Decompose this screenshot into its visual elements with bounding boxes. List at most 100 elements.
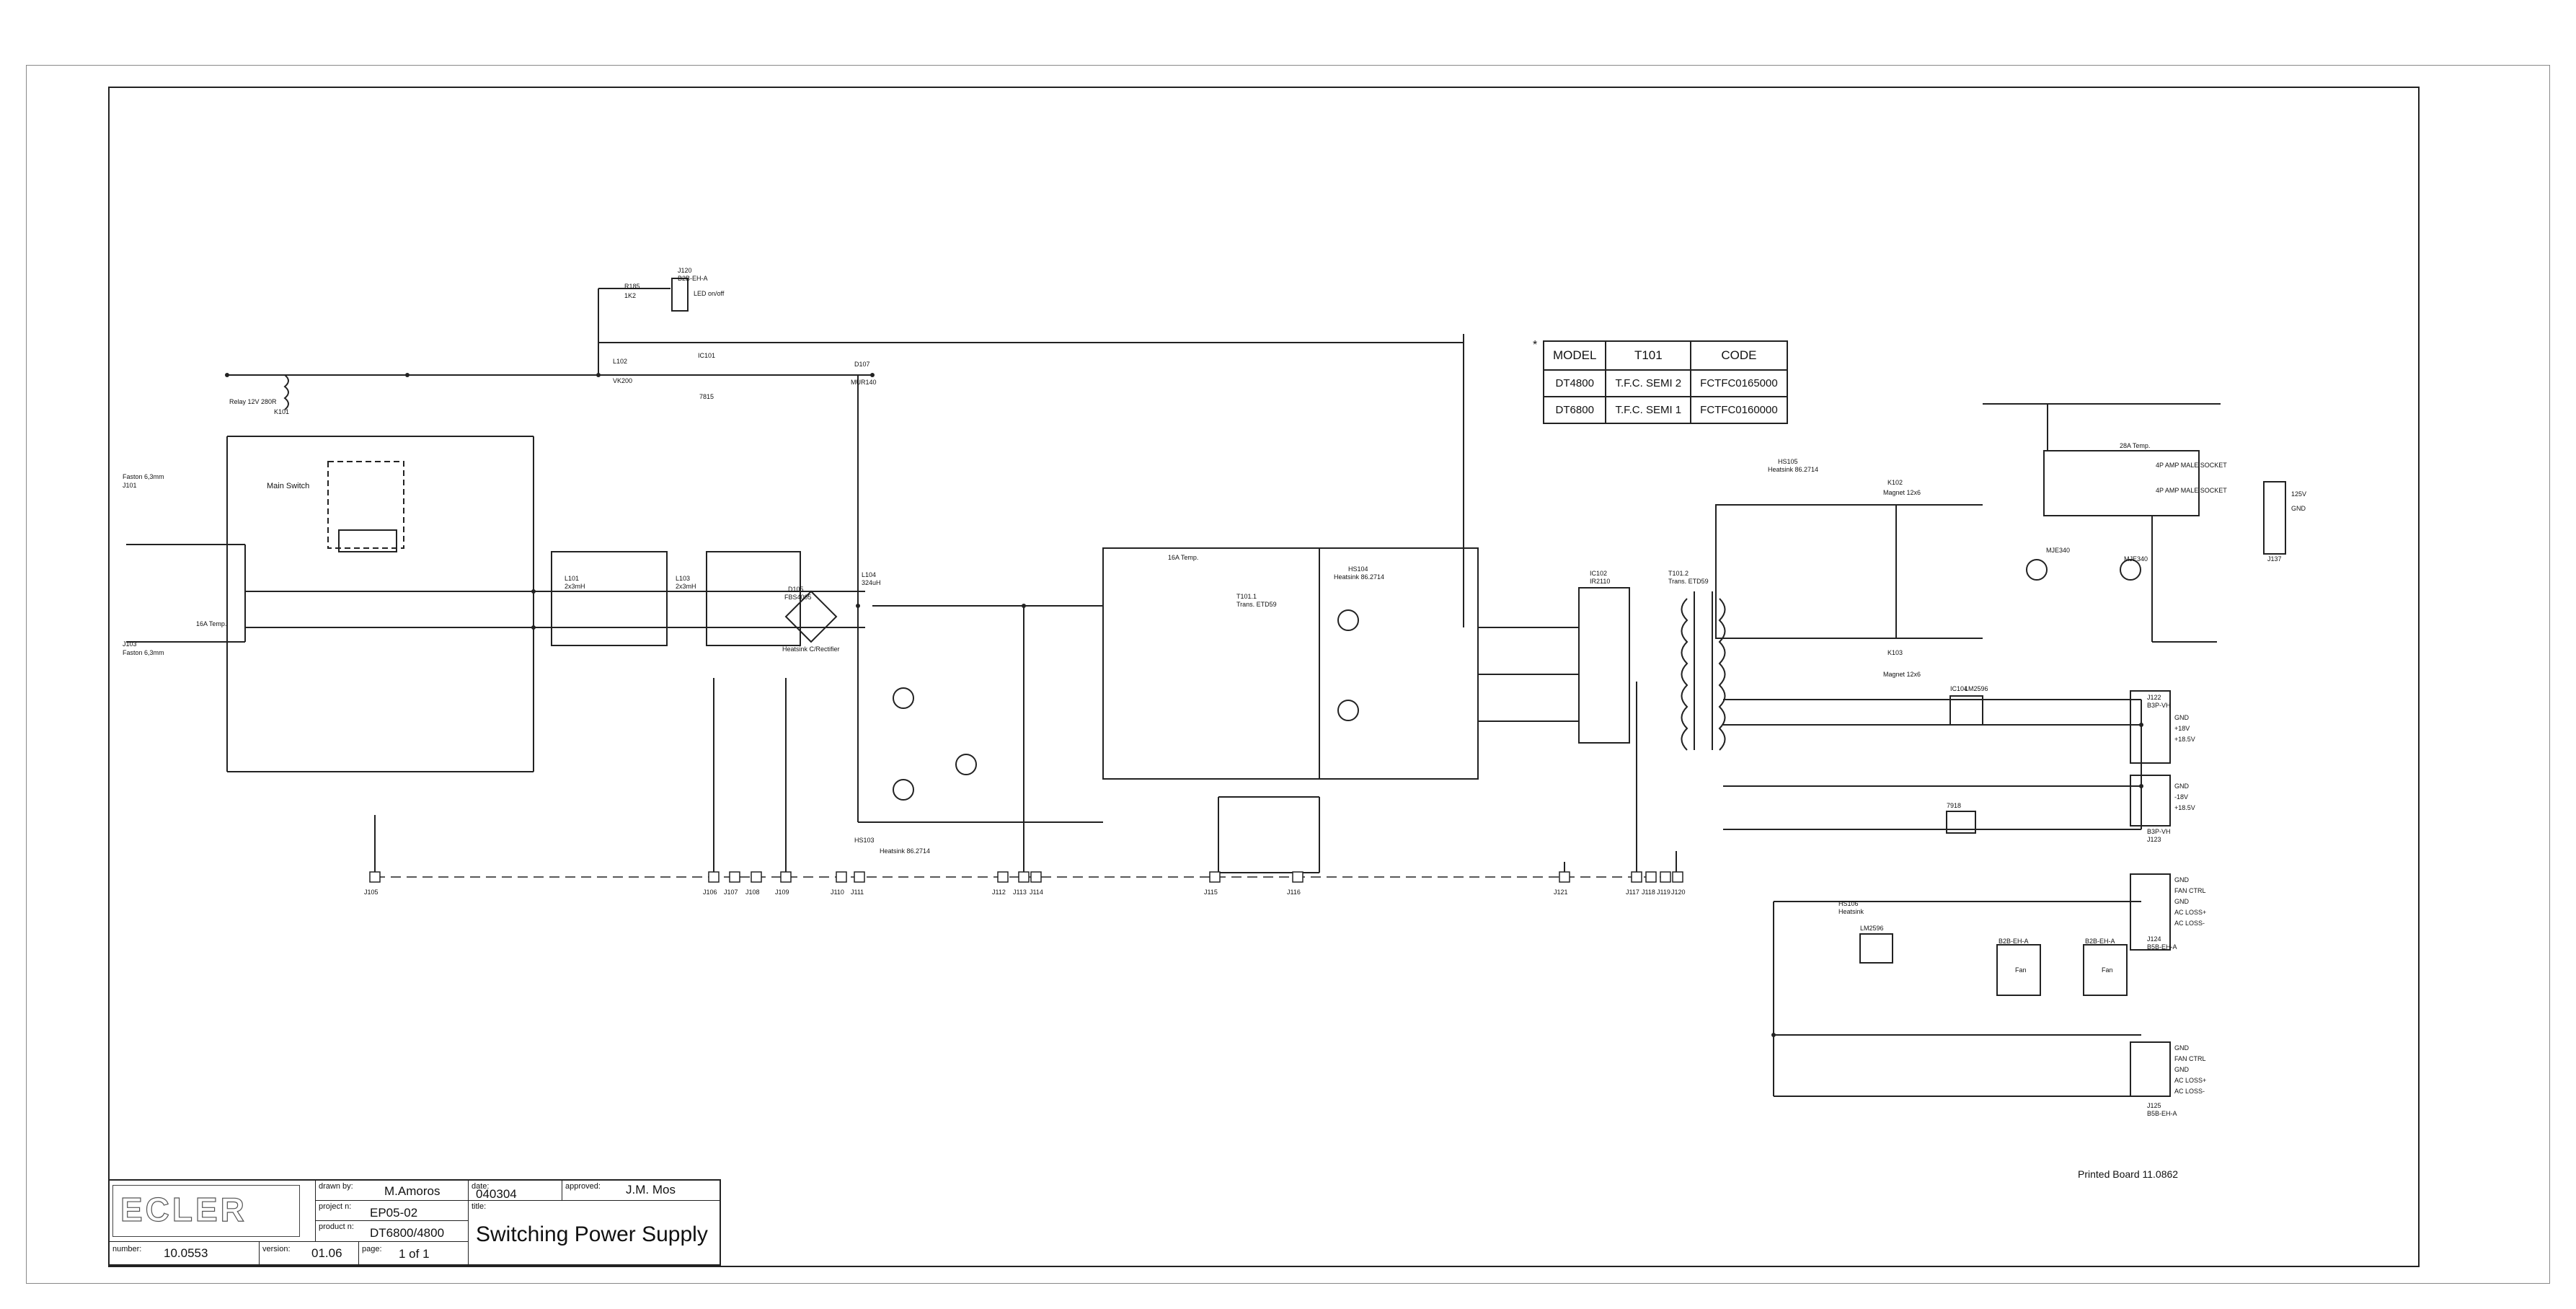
hs105-note-label: Heatsink 86.2714 — [1768, 466, 1819, 473]
connector-label: J121 — [1554, 889, 1568, 896]
version-value: 01.06 — [311, 1246, 342, 1260]
table-row: DT4800 T.F.C. SEMI 2 FCTFC0165000 — [1542, 369, 1788, 397]
page-cell: page: 1 of 1 — [359, 1242, 469, 1264]
j101-label: J101 — [123, 482, 137, 489]
ic101-label: IC101 — [698, 352, 716, 359]
connector-label: J114 — [1030, 889, 1043, 896]
d107-type-label: MUR140 — [851, 379, 877, 386]
logo-wordmark: ECLER — [120, 1190, 247, 1228]
code-cell: FCTFC0165000 — [1690, 369, 1788, 397]
title-cell: title: Switching Power Supply — [469, 1201, 720, 1264]
j124-label: J124 — [2147, 935, 2161, 943]
d105-type-label: FBS4005 — [784, 594, 812, 601]
code-cell: FCTFC0160000 — [1690, 396, 1788, 424]
ctl-fan-label: FAN CTRL — [2174, 887, 2206, 894]
number-value: 10.0553 — [164, 1246, 208, 1260]
version-caption: version: — [262, 1245, 291, 1253]
product-value: DT6800/4800 — [370, 1226, 445, 1240]
out-p185b-label: +18.5V — [2174, 804, 2195, 811]
drawn-by-value: M.Amoros — [384, 1184, 441, 1198]
number-cell: number: 10.0553 — [110, 1242, 260, 1264]
ctl2-acm-label: AC LOSS- — [2174, 1088, 2205, 1095]
l102-label: L102 — [613, 358, 628, 365]
ctl-gnd-1-label: GND — [2174, 876, 2189, 883]
ic104-label: IC104 — [1950, 685, 1968, 692]
l102-value-label: VK200 — [613, 377, 633, 384]
d105-label: D105 — [788, 586, 804, 593]
number-caption: number: — [112, 1245, 142, 1253]
ic101-type-label: 7815 — [699, 393, 714, 400]
connector-label: J109 — [775, 889, 789, 896]
drawing-outer-border — [26, 65, 2550, 1284]
date-caption: date: — [472, 1182, 490, 1191]
fan-1-label: Fan — [2015, 966, 2027, 974]
approved-caption: approved: — [565, 1182, 601, 1191]
approved-cell: approved: J.M. Mos — [562, 1181, 720, 1201]
j124-type-label: B5B-EH-A — [2147, 943, 2177, 951]
temp-fuse-2-label: 16A Temp. — [1168, 554, 1199, 561]
hs106-label: HS106 — [1838, 900, 1859, 907]
t101-header: T101 — [1605, 340, 1692, 371]
j120-type-label: B2B-EH-A — [678, 275, 708, 282]
connector-label: J112 — [992, 889, 1006, 896]
r185-label: R185 — [624, 283, 640, 290]
j137-label: J137 — [2267, 555, 2282, 563]
title-block: drawn by: M.Amoros date: 040304 approved… — [108, 1179, 721, 1266]
connector-label: J118 — [1642, 889, 1655, 896]
connector-label: J113 — [1013, 889, 1027, 896]
q103-label: MJE340 — [2046, 547, 2071, 554]
j130-label: B2B-EH-A — [1999, 938, 2029, 945]
fan-2-label: Fan — [2102, 966, 2113, 974]
j122-label: J122 — [2147, 694, 2161, 701]
j123-label: J123 — [2147, 836, 2161, 843]
hs103-label: HS103 — [854, 837, 875, 844]
temp-fuse-label: 16A Temp. — [196, 620, 227, 627]
hs104-note-label: Heatsink 86.2714 — [1334, 573, 1385, 581]
connector-label: J110 — [831, 889, 844, 896]
ecler-logo: ECLER — [112, 1185, 300, 1237]
j125-type-label: B5B-EH-A — [2147, 1110, 2177, 1117]
product-cell: product n: DT6800/4800 — [316, 1221, 469, 1242]
ctl2-acp-label: AC LOSS+ — [2174, 1077, 2207, 1084]
q104-label: MJE340 — [2124, 555, 2148, 563]
fan-socket-b-label: 4P AMP MALE SOCKET — [2156, 487, 2227, 494]
t101-type-label: Trans. ETD59 — [1236, 601, 1277, 608]
ic105-type-label: 7918 — [1947, 802, 1962, 809]
l101-value-label: 2x3mH — [565, 583, 585, 590]
drawn-by-cell: drawn by: M.Amoros — [316, 1181, 469, 1201]
j120-label: J120 — [678, 267, 692, 274]
version-cell: version: 01.06 — [260, 1242, 359, 1264]
j131-label: B2B-EH-A — [2085, 938, 2115, 945]
project-cell: project n: EP05-02 — [316, 1201, 469, 1221]
page-value: 1 of 1 — [399, 1247, 430, 1261]
relay-label: Relay 12V 280R — [229, 398, 277, 405]
magnet-bottom-label: Magnet 12x6 — [1883, 671, 1921, 678]
fan-socket-label: 4P AMP MALE SOCKET — [2156, 462, 2227, 469]
model-header: MODEL — [1542, 340, 1607, 371]
table-row: DT6800 T.F.C. SEMI 1 FCTFC0160000 — [1542, 396, 1788, 424]
hs103-note-label: Heatsink 86.2714 — [880, 847, 931, 855]
k103-label: K103 — [1887, 649, 1903, 656]
l103-label: L103 — [676, 575, 691, 582]
connector-label: J117 — [1626, 889, 1639, 896]
ctl-acp-label: AC LOSS+ — [2174, 909, 2207, 916]
page-caption: page: — [362, 1245, 382, 1253]
t101-2-type-label: Trans. ETD59 — [1668, 578, 1709, 585]
hs104-label: HS104 — [1348, 565, 1368, 573]
ic104-type-label: LM2596 — [1965, 685, 1988, 692]
connector-label: J119 — [1657, 889, 1670, 896]
gnd-top-label: GND — [2291, 505, 2306, 512]
code-header: CODE — [1690, 340, 1788, 371]
t101-label: T101.1 — [1236, 593, 1257, 600]
j103-label: J103 — [123, 640, 137, 648]
v125-label: 125V — [2291, 490, 2307, 498]
ic103-type-label: LM2596 — [1860, 925, 1884, 932]
approved-value: J.M. Mos — [626, 1183, 676, 1196]
connector-label: J115 — [1204, 889, 1218, 896]
r185-value-label: 1K2 — [624, 292, 637, 299]
hs105-label: HS105 — [1778, 458, 1798, 465]
connector-label: J108 — [745, 889, 760, 896]
j122-type-label: B3P-VH — [2147, 702, 2171, 709]
l104-label: L104 — [862, 571, 877, 578]
